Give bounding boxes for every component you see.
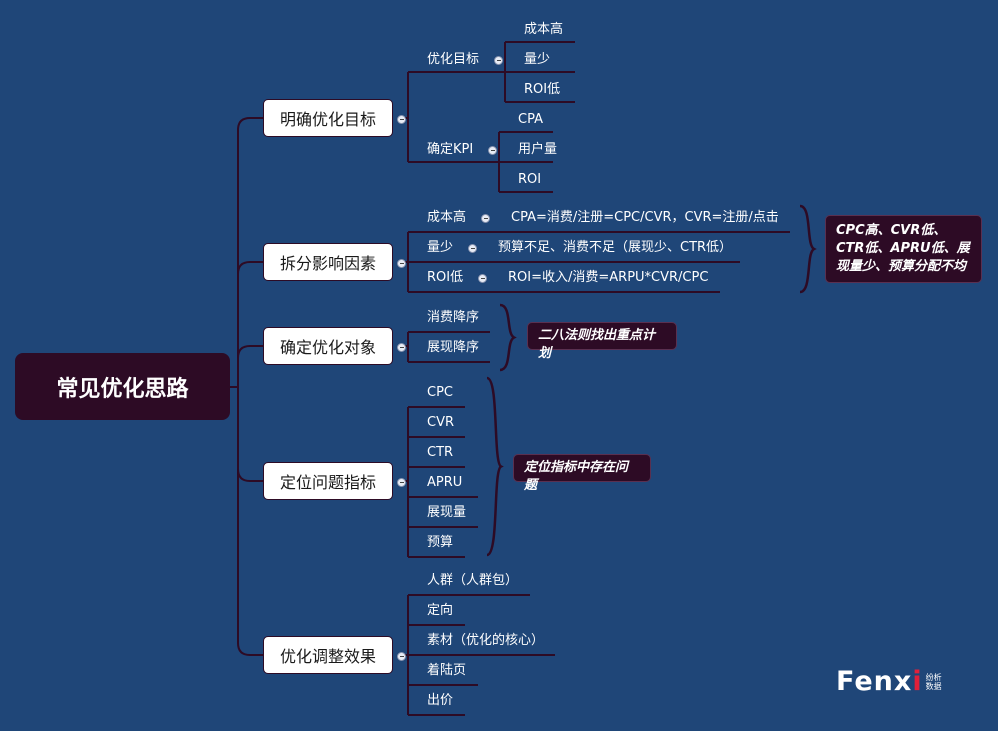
branch-node-2[interactable]: 拆分影响因素 [263, 243, 393, 281]
collapse-icon[interactable] [397, 115, 406, 124]
factor-item[interactable]: ROI低 [427, 270, 464, 285]
adjust-item[interactable]: 着陆页 [427, 663, 467, 678]
metric-item[interactable]: 展现量 [427, 505, 467, 520]
collapse-icon[interactable] [478, 274, 487, 283]
object-item[interactable]: 展现降序 [427, 340, 480, 355]
adjust-item[interactable]: 出价 [427, 693, 454, 708]
metric-item[interactable]: APRU [427, 475, 463, 490]
collapse-icon[interactable] [481, 214, 490, 223]
note-locate: 定位指标中存在问题 [513, 454, 651, 493]
root-node[interactable]: 常见优化思路 [15, 353, 230, 420]
metric-item[interactable]: 预算 [427, 535, 454, 550]
branch-node-4[interactable]: 定位问题指标 [263, 462, 393, 500]
goal-child[interactable]: 成本高 [524, 22, 564, 37]
factor-item[interactable]: 成本高 [427, 210, 467, 225]
branch-node-5[interactable]: 优化调整效果 [263, 636, 393, 674]
object-item[interactable]: 消费降序 [427, 310, 480, 325]
fenxi-logo: Fenxi 纷析数据 [836, 666, 942, 697]
adjust-item[interactable]: 定向 [427, 603, 454, 618]
kpi-child[interactable]: 用户量 [518, 142, 558, 157]
note-pareto: 二八法则找出重点计划 [527, 322, 677, 361]
goal-child[interactable]: 量少 [524, 52, 551, 67]
collapse-icon[interactable] [397, 478, 406, 487]
adjust-item[interactable]: 人群（人群包） [427, 573, 519, 588]
factor-detail[interactable]: CPA=消费/注册=CPC/CVR，CVR=注册/点击 [511, 210, 779, 225]
metric-item[interactable]: CPC [427, 385, 453, 400]
metric-item[interactable]: CTR [427, 445, 454, 460]
kpi-item[interactable]: 确定KPI [427, 142, 474, 157]
collapse-icon[interactable] [397, 259, 406, 268]
branch-node-1[interactable]: 明确优化目标 [263, 99, 393, 137]
goal-child[interactable]: ROI低 [524, 82, 561, 97]
branch-node-3[interactable]: 确定优化对象 [263, 327, 393, 365]
goal-item[interactable]: 优化目标 [427, 52, 480, 67]
adjust-item[interactable]: 素材（优化的核心） [427, 633, 545, 648]
metric-item[interactable]: CVR [427, 415, 455, 430]
collapse-icon[interactable] [468, 244, 477, 253]
collapse-icon[interactable] [494, 56, 503, 65]
collapse-icon[interactable] [397, 343, 406, 352]
factor-detail[interactable]: ROI=收入/消费=ARPU*CVR/CPC [508, 270, 709, 285]
collapse-icon[interactable] [488, 146, 497, 155]
collapse-icon[interactable] [397, 652, 406, 661]
kpi-child[interactable]: CPA [518, 112, 543, 127]
kpi-child[interactable]: ROI [518, 172, 542, 187]
factor-item[interactable]: 量少 [427, 240, 454, 255]
factor-detail[interactable]: 预算不足、消费不足（展现少、CTR低） [498, 240, 733, 255]
note-factors: CPC高、CVR低、CTR低、APRU低、展现量少、预算分配不均 [825, 215, 982, 283]
